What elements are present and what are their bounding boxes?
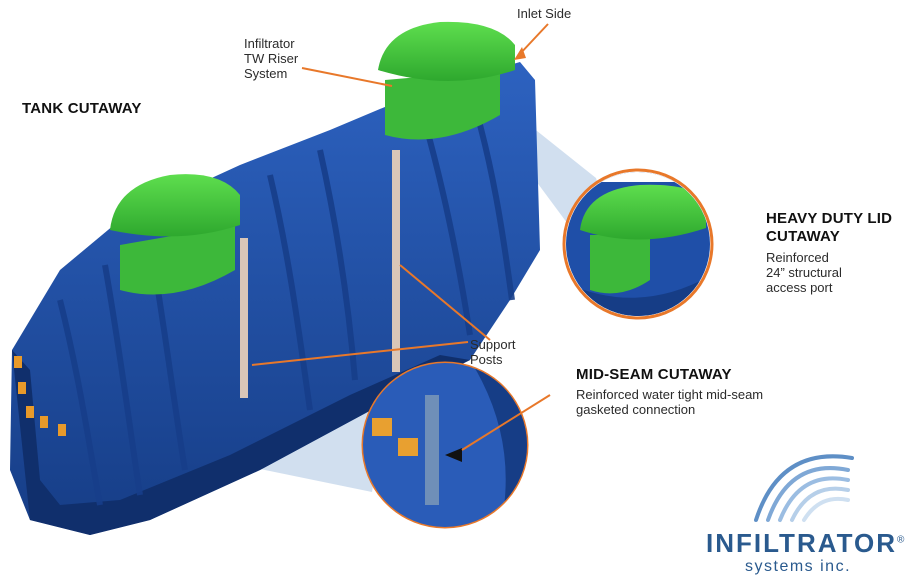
- logo-brand: INFILTRATOR®: [706, 528, 904, 559]
- lid-cutaway-description: Reinforced 24” structural access port: [766, 250, 842, 295]
- support-post-left: [240, 238, 248, 398]
- pointer-lines: [251, 23, 551, 451]
- logo-registered: ®: [896, 534, 905, 546]
- mid-seam-cutaway-circle: [361, 361, 529, 529]
- logo-brand-text: INFILTRATOR: [706, 528, 897, 558]
- support-posts-label: Support Posts: [470, 337, 516, 367]
- riser-right: [378, 21, 515, 140]
- inlet-side-label: Inlet Side: [517, 6, 572, 21]
- seam-cutaway-heading: MID-SEAM CUTAWAY: [576, 366, 732, 383]
- riser-left: [110, 174, 240, 295]
- logo-arcs-icon: [754, 454, 854, 522]
- diagram-title: TANK CUTAWAY: [22, 100, 142, 117]
- seam-cutaway-description: Reinforced water tight mid-seam gasketed…: [576, 387, 764, 417]
- riser-system-label: Infiltrator TW Riser System: [244, 36, 299, 81]
- logo-subtitle: systems inc.: [745, 558, 852, 575]
- support-post-right: [392, 150, 400, 372]
- lid-cutaway-heading: HEAVY DUTY LID CUTAWAY: [766, 210, 893, 245]
- lid-cutaway-circle: [562, 168, 714, 320]
